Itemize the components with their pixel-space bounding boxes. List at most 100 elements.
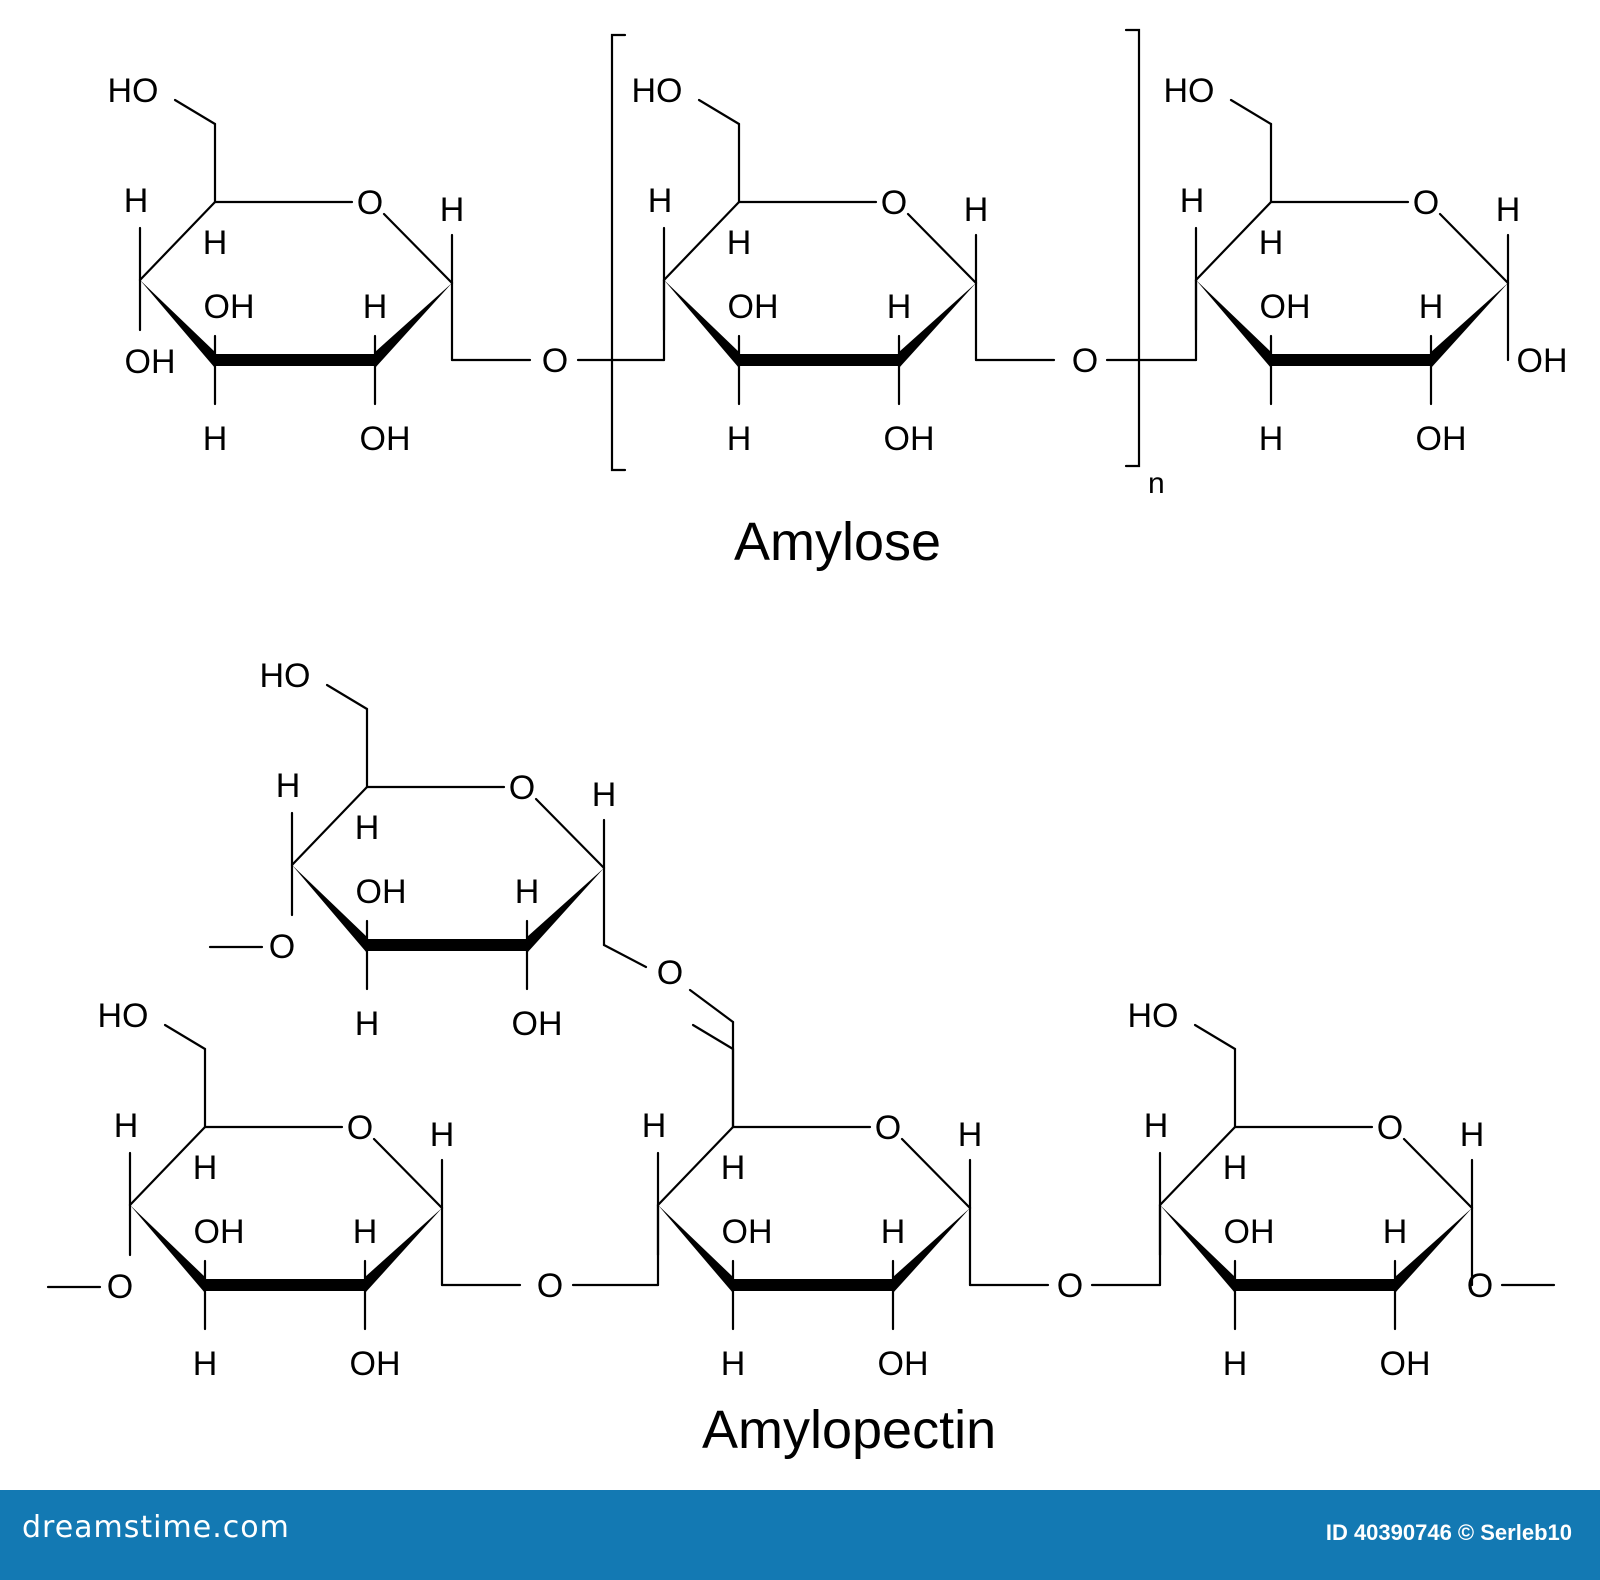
wedge-bond [1395,1208,1472,1293]
hydrogen-label: H [721,1345,746,1383]
glycosidic-bond [602,943,648,969]
hydroxymethyl-bond [173,98,217,126]
ring-bond [662,200,741,282]
hydrogen-label: H [1496,191,1521,229]
ring-oxygen-label: O [875,1109,901,1147]
hydroxymethyl-bond [1193,1023,1237,1051]
ring-bond [906,212,978,285]
wedge-bond [1160,1205,1235,1293]
hydroxymethyl-label: HO [98,997,149,1035]
wedge-bond [1196,280,1271,368]
bridge-oxygen-label: O [1072,342,1098,380]
glycosidic-links: O O O O O [440,278,1198,1305]
hydrogen-label: H [727,224,752,262]
hydrogen-label: H [430,1116,455,1154]
wedge-bond [899,283,976,368]
hydrogen-label: H [958,1116,983,1154]
hydroxymethyl-label: HO [632,72,683,110]
hydrogen-label: H [887,288,912,326]
hydrogen-label: H [642,1107,667,1145]
hydrogen-label: H [515,873,540,911]
hydroxymethyl-bond [325,683,369,711]
wedge-bond [527,868,604,953]
bridge-oxygen-label: O [657,954,683,992]
hydrogen-label: H [193,1345,218,1383]
ring-bond [290,785,369,867]
hydroxyl-label: OH [728,288,779,326]
ring-bond [1438,212,1510,285]
hydrogen-label: H [1259,420,1284,458]
hydrogen-label: H [592,776,617,814]
bridge-oxygen-label: O [537,1267,563,1305]
hydroxymethyl-label: HO [1128,997,1179,1035]
wedge-bond [292,865,367,953]
hydrogen-label: H [964,191,989,229]
wedge-bond [893,1208,970,1293]
hydroxyl-label: OH [512,1005,563,1043]
ring-bond [656,1125,735,1207]
hydrogen-label: H [276,767,301,805]
hydrogen-label: H [440,191,465,229]
ring-bond [534,797,606,870]
amylose-title: Amylose [734,512,941,572]
wedge-bond [1431,283,1508,368]
hydrogen-label: H [363,288,388,326]
ring-bond [1194,200,1273,282]
hydroxyl-label: OH [1517,342,1568,380]
wedge-bond [375,283,452,368]
repeat-bracket-right [1124,28,1141,468]
hydrogen-label: H [1223,1345,1248,1383]
hydroxyl-label: OH [350,1345,401,1383]
ring-oxygen-label: O [1413,184,1439,222]
hydroxyl-label: OH [1224,1213,1275,1251]
ring-oxygen-label: O [347,1109,373,1147]
hydroxyl-label: OH [1380,1345,1431,1383]
hydrogen-label: H [203,420,228,458]
hydrogen-label: H [124,182,149,220]
ring-bond [372,1137,444,1210]
ring-bond [1402,1137,1474,1210]
hydrogen-label: H [1383,1213,1408,1251]
hydrogen-label: H [1419,288,1444,326]
hydroxyl-label: OH [360,420,411,458]
wedge-bond [140,280,215,368]
hydrogen-label: H [1460,1116,1485,1154]
amylopectin-title: Amylopectin [702,1400,996,1460]
hydrogen-label: H [353,1213,378,1251]
ring-oxygen-label: O [881,184,907,222]
image-credit: ID 40390746 © Serleb10 [1325,1520,1572,1545]
hydroxyl-label: OH [722,1213,773,1251]
ring-oxygen-label: O [1377,1109,1403,1147]
hydrogen-label: H [1223,1149,1248,1187]
bridge-oxygen-label: O [269,928,295,966]
hydrogen-label: H [355,809,380,847]
hydrogen-label: H [1144,1107,1169,1145]
hydroxymethyl-label: HO [1164,72,1215,110]
repeat-bracket-left [610,33,627,472]
ring-bond [128,1125,207,1207]
wedge-bond [658,1205,733,1293]
hydrogen-label: H [648,182,673,220]
bridge-oxygen-label: O [1467,1267,1493,1305]
ring-oxygen-label: O [509,769,535,807]
ring-oxygen-label: O [357,184,383,222]
hydroxyl-label: OH [878,1345,929,1383]
repeat-subscript: n [1148,467,1165,500]
hydrogen-label: H [881,1213,906,1251]
hydrogen-label: H [355,1005,380,1043]
bridge-oxygen-label: O [107,1268,133,1306]
hydroxymethyl-label: HO [260,657,311,695]
hydrogen-label: H [721,1149,746,1187]
hydroxymethyl-bond [697,98,741,126]
wedge-bond [130,1205,205,1293]
hydroxymethyl-label: HO [108,72,159,110]
brand-logo[interactable]: dreamstime.com [22,1510,290,1545]
hydroxyl-label: OH [125,343,176,381]
hydroxymethyl-bond [1229,98,1273,126]
